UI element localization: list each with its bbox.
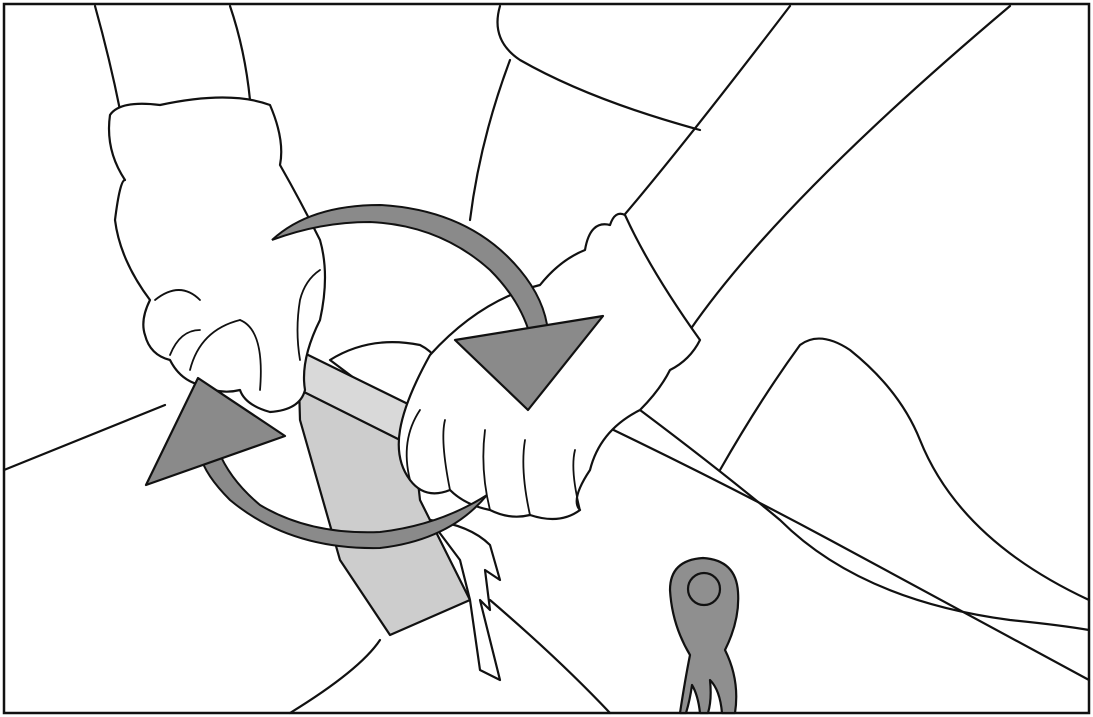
illustration-frame bbox=[0, 0, 1093, 717]
illustration-canvas bbox=[0, 0, 1093, 717]
